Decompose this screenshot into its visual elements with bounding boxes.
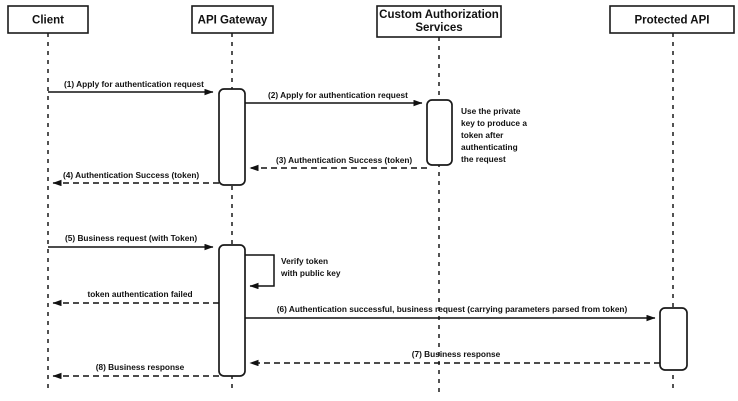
message-2-label: (2) Apply for authentication request bbox=[268, 90, 408, 100]
actor-label-protected-api: Protected API bbox=[635, 15, 710, 27]
actor-box-client[interactable] bbox=[7, 5, 89, 34]
message-8[interactable]: (8) Business response bbox=[52, 362, 219, 380]
actor-label-api-gateway: API Gateway bbox=[198, 15, 268, 27]
actor-box-protected-api[interactable] bbox=[609, 5, 735, 34]
message-4[interactable]: (4) Authentication Success (token) bbox=[52, 170, 219, 187]
activation-custom-auth bbox=[426, 99, 453, 166]
note-private-key-line3: token after bbox=[461, 130, 504, 140]
note-verify-token-line2: with public key bbox=[280, 268, 341, 278]
message-4-label: (4) Authentication Success (token) bbox=[63, 170, 199, 180]
actor-label-custom-auth-line1: Custom Authorization bbox=[379, 9, 499, 21]
activation-api-gateway-phase2 bbox=[218, 244, 246, 377]
actor-api-gateway[interactable]: API Gateway bbox=[191, 5, 274, 34]
message-self-verify-arrow bbox=[245, 254, 275, 290]
activation-bars bbox=[218, 88, 688, 377]
message-1-label: (1) Apply for authentication request bbox=[64, 79, 204, 89]
message-3[interactable]: (3) Authentication Success (token) bbox=[249, 155, 427, 172]
message-6[interactable]: (6) Authentication successful, business … bbox=[245, 304, 656, 322]
actor-box-api-gateway[interactable] bbox=[191, 5, 274, 34]
actor-box-custom-auth[interactable] bbox=[376, 5, 502, 38]
message-7-label: (7) Business response bbox=[412, 349, 501, 359]
message-token-authentication-failed[interactable]: token authentication failed bbox=[52, 289, 219, 307]
actor-label-client: Client bbox=[32, 15, 64, 27]
note-private-key-line2: key to produce a bbox=[461, 118, 527, 128]
message-6-label: (6) Authentication successful, business … bbox=[277, 304, 628, 314]
note-private-key: Use the private key to produce a token a… bbox=[461, 106, 527, 164]
message-5[interactable]: (5) Business request (with Token) bbox=[48, 233, 214, 251]
message-self-verify-token[interactable]: Verify token with public key bbox=[245, 254, 341, 290]
message-5-label: (5) Business request (with Token) bbox=[65, 233, 197, 243]
note-private-key-line5: the request bbox=[461, 154, 506, 164]
note-private-key-line4: authenticating bbox=[461, 142, 518, 152]
activation-protected-api bbox=[659, 307, 688, 371]
actor-protected-api[interactable]: Protected API bbox=[609, 5, 735, 34]
actor-custom-authorization-services[interactable]: Custom Authorization Services bbox=[376, 5, 502, 38]
actor-client[interactable]: Client bbox=[7, 5, 89, 34]
message-token-failed-label: token authentication failed bbox=[87, 289, 192, 299]
activation-api-gateway-phase1 bbox=[218, 88, 246, 186]
actor-label-custom-auth-line2: Services bbox=[415, 22, 462, 34]
message-2[interactable]: (2) Apply for authentication request bbox=[245, 90, 423, 107]
message-1[interactable]: (1) Apply for authentication request bbox=[48, 79, 214, 96]
note-private-key-line1: Use the private bbox=[461, 106, 521, 116]
message-3-label: (3) Authentication Success (token) bbox=[276, 155, 412, 165]
message-8-label: (8) Business response bbox=[96, 362, 185, 372]
note-verify-token-line1: Verify token bbox=[281, 256, 328, 266]
message-7[interactable]: (7) Business response bbox=[249, 349, 660, 367]
